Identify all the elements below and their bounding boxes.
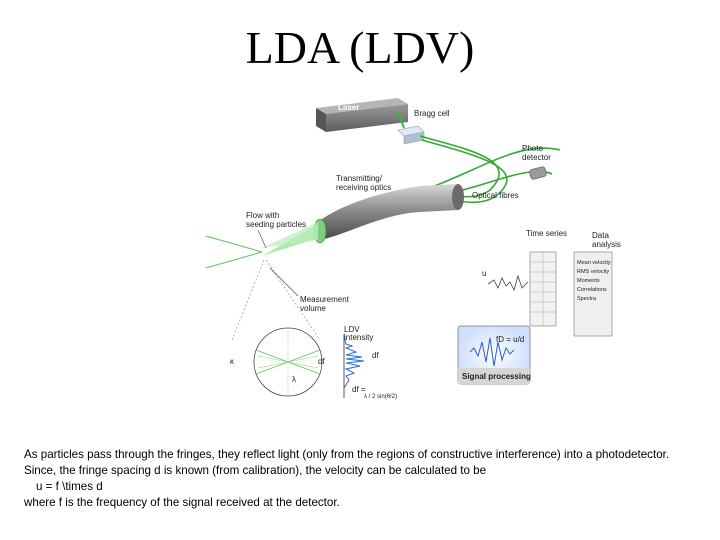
- lambda-symbol: λ: [292, 375, 296, 384]
- laser-beam: [397, 111, 405, 129]
- caption-line-1: As particles pass through the fringes, t…: [24, 448, 670, 461]
- caption: As particles pass through the fringes, t…: [24, 447, 714, 511]
- laser-unit: [316, 98, 408, 132]
- ldv-intensity-label-2: intensity: [344, 333, 373, 342]
- intensity-profile: [343, 334, 365, 398]
- result-moments: Moments: [577, 278, 600, 284]
- data-analysis-label-1: Data: [592, 231, 609, 240]
- result-spectra: Spectra: [577, 296, 597, 302]
- result-mean-velocity: Mean velocity: [577, 260, 611, 266]
- fringe-detail: [253, 327, 323, 397]
- optical-fibres-label: Optical fibres: [472, 191, 519, 200]
- doppler-formula: fD = u/d: [496, 335, 524, 344]
- optics-label-2: receiving optics: [336, 183, 391, 192]
- bragg-cell: [397, 125, 425, 145]
- flow-label-1: Flow with: [246, 211, 279, 220]
- data-analysis-label-2: analysis: [592, 240, 621, 249]
- slide-title: LDA (LDV): [245, 22, 475, 73]
- signal-processing-panel: [457, 325, 531, 385]
- data-table-sheet: [529, 251, 557, 327]
- result-correlations: Correlations: [577, 287, 607, 293]
- optics-label-1: Transmitting/: [336, 174, 383, 183]
- flow-label-2: seeding particles: [246, 220, 306, 229]
- fringe-eq2-label: λ / 2 sin(θ/2): [364, 394, 397, 400]
- signal-processing-label: Signal processing: [462, 372, 531, 381]
- caption-line-3: u = f \times d: [36, 480, 103, 493]
- time-series-label: Time series: [526, 229, 567, 238]
- caption-line-4: where f is the frequency of the signal r…: [24, 496, 340, 509]
- measurement-volume-label-2: volume: [300, 304, 326, 313]
- bragg-cell-label: Bragg cell: [414, 109, 450, 118]
- ldv-diagram: Laser Bragg cell Optical fibres Photo de…: [205, 98, 621, 400]
- data-analysis-sheet: [573, 251, 613, 337]
- time-series-wave: [487, 274, 529, 292]
- laser-label: Laser: [338, 103, 359, 112]
- photo-detector: [529, 166, 547, 180]
- probe-optics: [313, 184, 464, 244]
- measurement-volume-label-1: Measurement: [300, 295, 350, 304]
- caption-line-2: Since, the fringe spacing d is known (fr…: [24, 464, 487, 477]
- result-rms-velocity: RMS velocity: [577, 269, 609, 275]
- fringe-d2-label: df: [372, 351, 379, 360]
- u-symbol: u: [482, 269, 486, 278]
- fringe-d-label: df: [318, 357, 325, 366]
- crossing-beams: [205, 222, 318, 269]
- photo-detector-label-1: Photo: [522, 144, 543, 153]
- kappa-symbol: κ: [230, 357, 235, 366]
- ldv-intensity-label-1: LDV: [344, 325, 360, 334]
- fringe-eq-label: df =: [352, 385, 366, 394]
- photo-detector-label-2: detector: [522, 153, 551, 162]
